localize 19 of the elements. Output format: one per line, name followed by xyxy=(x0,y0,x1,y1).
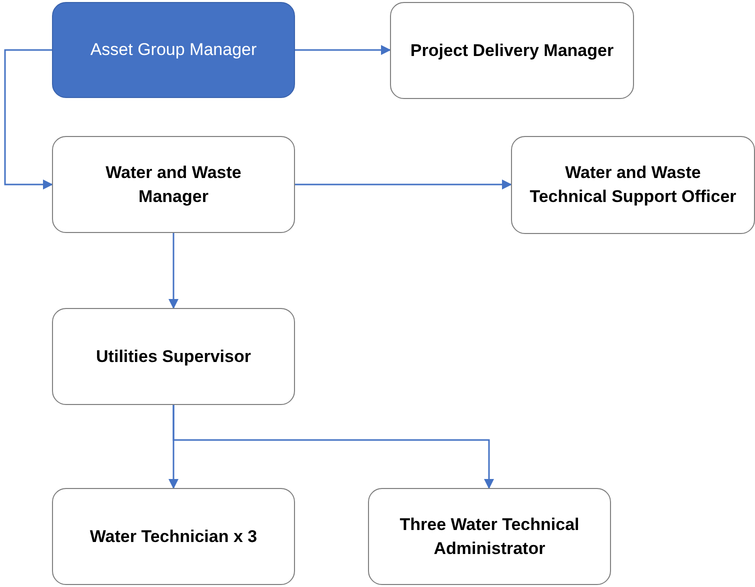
role-box xyxy=(511,136,755,234)
role-box xyxy=(52,2,295,98)
arrow xyxy=(4,49,53,190)
role-title: Asset Group Manager xyxy=(90,39,257,62)
role-title: Water Technician x 3 xyxy=(90,526,258,548)
role-box xyxy=(368,488,611,585)
role-title: Utilities Supervisor xyxy=(96,346,251,368)
arrow xyxy=(168,233,178,309)
role-box xyxy=(52,488,295,585)
role-title: Water and Waste Manager xyxy=(104,162,242,208)
arrow xyxy=(295,45,391,55)
role-box xyxy=(52,308,295,405)
arrow xyxy=(172,405,494,489)
role-title: Water and Waste Technical Support Officer xyxy=(528,162,738,208)
arrow xyxy=(295,180,512,190)
role-box xyxy=(52,136,295,233)
role-title: Three Water Technical Administrator xyxy=(398,514,580,560)
role-box xyxy=(390,2,634,99)
role-title: Project Delivery Manager xyxy=(410,40,614,62)
